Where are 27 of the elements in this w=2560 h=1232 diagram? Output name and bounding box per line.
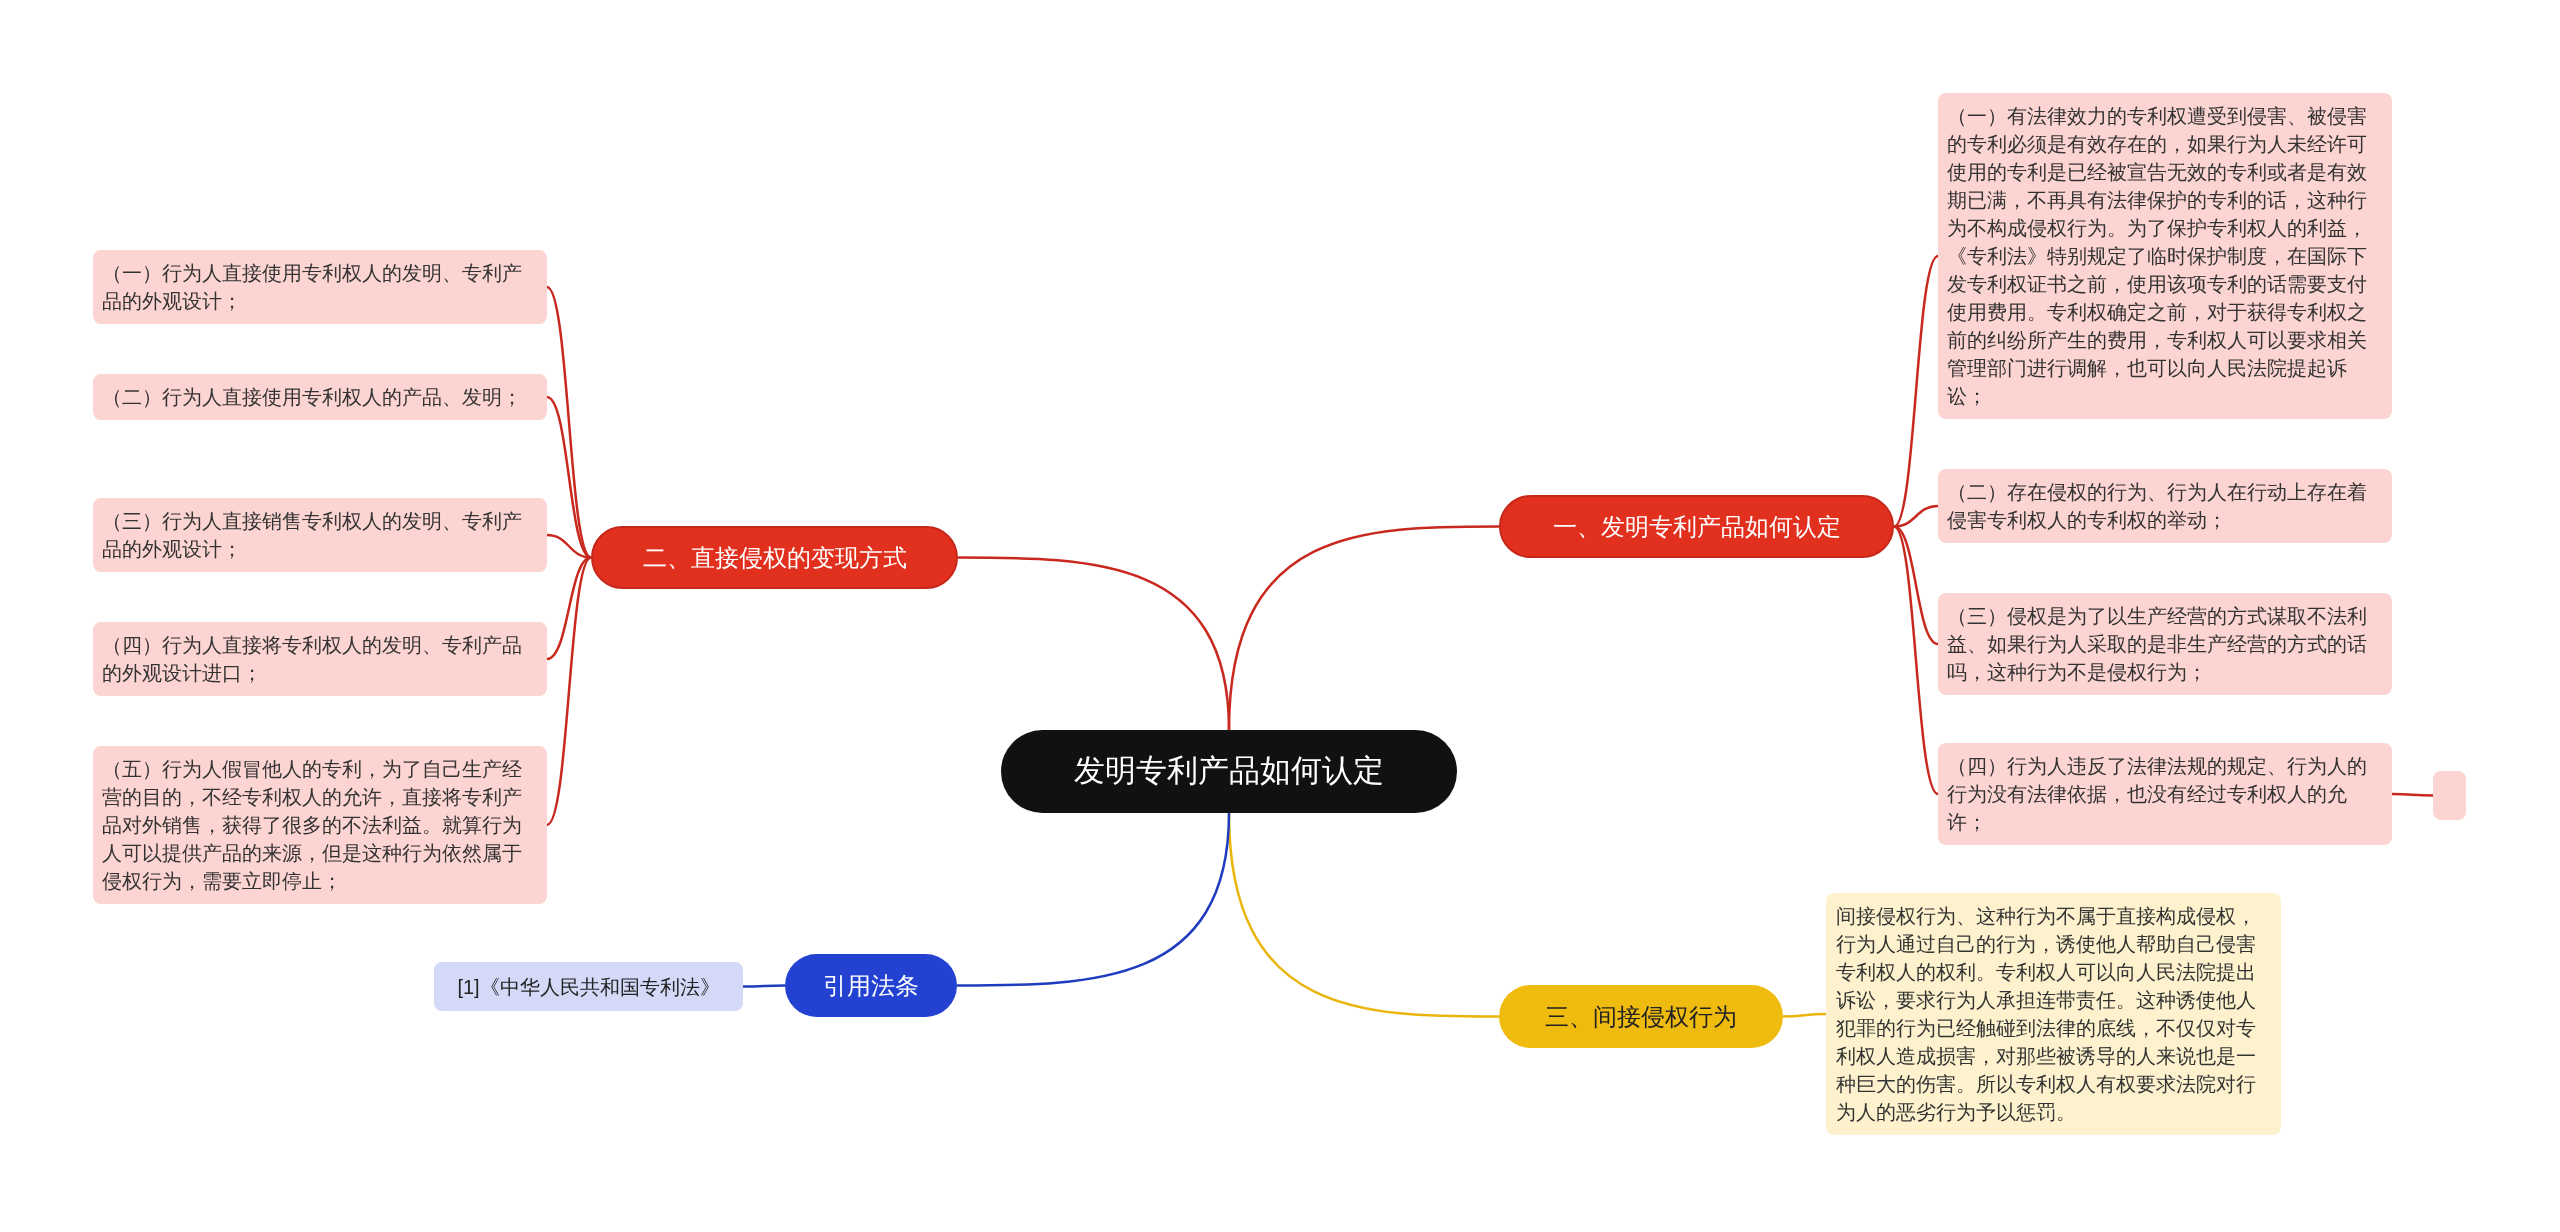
citation-box: [1]《中华人民共和国专利法》: [434, 962, 743, 1011]
subtopic-box: （二）存在侵权的行为、行为人在行动上存在着侵害专利权人的专利权的举动；: [1938, 469, 2392, 543]
subtopic-box: （二）行为人直接使用专利权人的产品、发明；: [93, 374, 547, 420]
subtopic-box: （三）侵权是为了以生产经营的方式谋取不法利益、如果行为人采取的是非生产经营的方式的话吗，这种行为不是侵权行为；: [1938, 593, 2392, 695]
branch-topic: 引用法条: [785, 954, 957, 1017]
empty-box: [2433, 771, 2466, 820]
subtopic-box: （三）行为人直接销售专利权人的发明、专利产品的外观设计；: [93, 498, 547, 572]
connector-line: [546, 395, 592, 559]
subtopic-box: （一）行为人直接使用专利权人的发明、专利产品的外观设计；: [93, 250, 547, 324]
subtopic-box: （四）行为人违反了法律法规的规定、行为人的行为没有法律依据，也没有经过专利权人的允许；: [1938, 743, 2392, 845]
connector-line: [958, 556, 1231, 731]
subtopic-box: （五）行为人假冒他人的专利，为了自己生产经营的目的，不经专利权人的允许，直接将专利产品对外销售，获得了很多的不法利益。就算行为人可以提供产品的来源，但是这种行为依然属于侵权行为，需要立即停止；: [93, 746, 547, 904]
connector-line: [2392, 792, 2433, 797]
central-topic: 发明专利产品如何认定: [1001, 730, 1457, 813]
branch-topic: 二、直接侵权的变现方式: [591, 526, 958, 589]
connector-line: [743, 984, 785, 988]
branch-topic: 三、间接侵权行为: [1499, 985, 1783, 1048]
connector-line: [546, 556, 592, 826]
connector-line: [1893, 525, 1939, 795]
subtopic-box: （一）有法律效力的专利权遭受到侵害、被侵害的专利必须是有效存在的，如果行为人未经许可使用的专利是已经被宣告无效的专利或者是有效期已满，不再具有法律保护的专利的话，这种行为不构成侵权行为。为了保护专利权人的利益，《专利法》特别规定了临时保护制度，在国际下发专利权证书之前，使用该项专利的话需要支付使用费用。专利权确定之前，对于获得专利权之前的纠纷所产生的费用，专利权人可以要求相关管理部门进行调解，也可以向人民法院提起诉讼；: [1938, 93, 2392, 419]
subtopic-box: 间接侵权行为、这种行为不属于直接构成侵权，行为人通过自己的行为，诱使他人帮助自己侵害专利权人的权利。专利权人可以向人民法院提出诉讼，要求行为人承担连带责任。这种诱使他人犯罪的行为已经触碰到法律的底线，不仅仅对专利权人造成损害，对那些被诱导的人来说也是一种巨大的伤害。所以专利权人有权要求法院对行为人的恶劣行为予以惩罚。: [1826, 893, 2281, 1135]
connector-line: [1783, 1012, 1826, 1018]
connector-line: [546, 556, 592, 661]
branch-topic: 一、发明专利产品如何认定: [1499, 495, 1894, 558]
connector-line: [1893, 255, 1939, 528]
connector-line: [957, 812, 1231, 987]
subtopic-box: （四）行为人直接将专利权人的发明、专利产品的外观设计进口；: [93, 622, 547, 696]
